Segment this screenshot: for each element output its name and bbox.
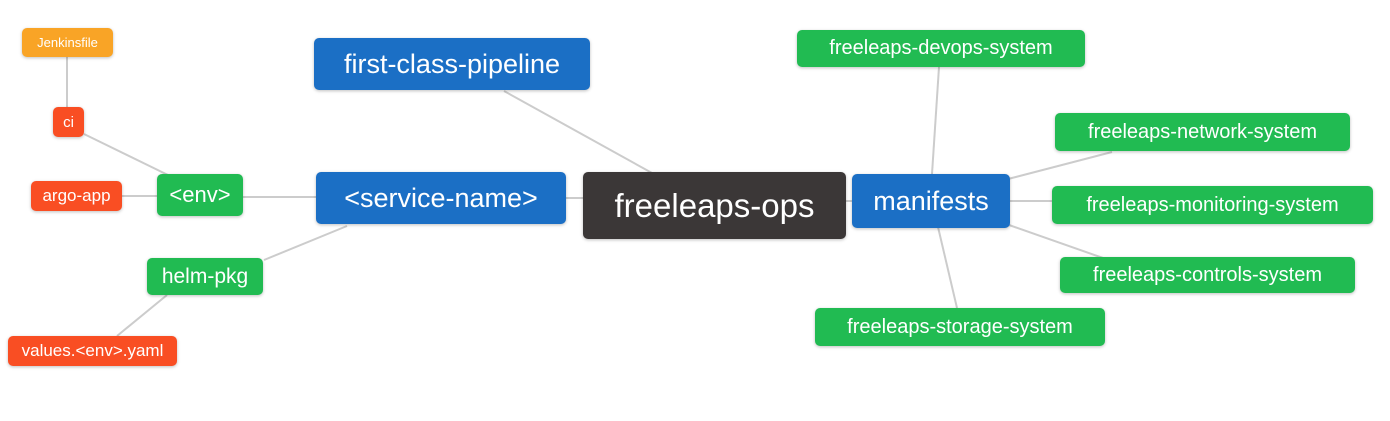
edge-manifests-devops <box>931 66 940 175</box>
node-manifests[interactable]: manifests <box>852 174 1010 228</box>
node-values-env-yaml[interactable]: values.<env>.yaml <box>8 336 177 366</box>
node-service-name[interactable]: <service-name> <box>316 172 566 224</box>
node-argo-app[interactable]: argo-app <box>31 181 122 211</box>
edge-ci-env <box>83 133 171 177</box>
node-helm-pkg[interactable]: helm-pkg <box>147 258 263 295</box>
node-freeleaps-network-system[interactable]: freeleaps-network-system <box>1055 113 1350 151</box>
node-freeleaps-devops-system[interactable]: freeleaps-devops-system <box>797 30 1085 67</box>
edge-manifests-network <box>1007 151 1113 180</box>
edge-pipeline-ops <box>503 90 653 174</box>
edge-manifests-controls <box>1008 224 1104 259</box>
node-env[interactable]: <env> <box>157 174 243 216</box>
node-first-class-pipeline[interactable]: first-class-pipeline <box>314 38 590 90</box>
edge-manifests-storage <box>937 226 958 309</box>
node-freeleaps-storage-system[interactable]: freeleaps-storage-system <box>815 308 1105 346</box>
node-freeleaps-monitoring-system[interactable]: freeleaps-monitoring-system <box>1052 186 1373 224</box>
node-ci[interactable]: ci <box>53 107 84 137</box>
node-jenkinsfile[interactable]: Jenkinsfile <box>22 28 113 57</box>
edge-helm-pkg-service-name <box>263 225 348 261</box>
edge-values-yaml-helm-pkg <box>116 294 168 337</box>
node-freeleaps-controls-system[interactable]: freeleaps-controls-system <box>1060 257 1355 293</box>
node-freeleaps-ops-root[interactable]: freeleaps-ops <box>583 172 846 239</box>
